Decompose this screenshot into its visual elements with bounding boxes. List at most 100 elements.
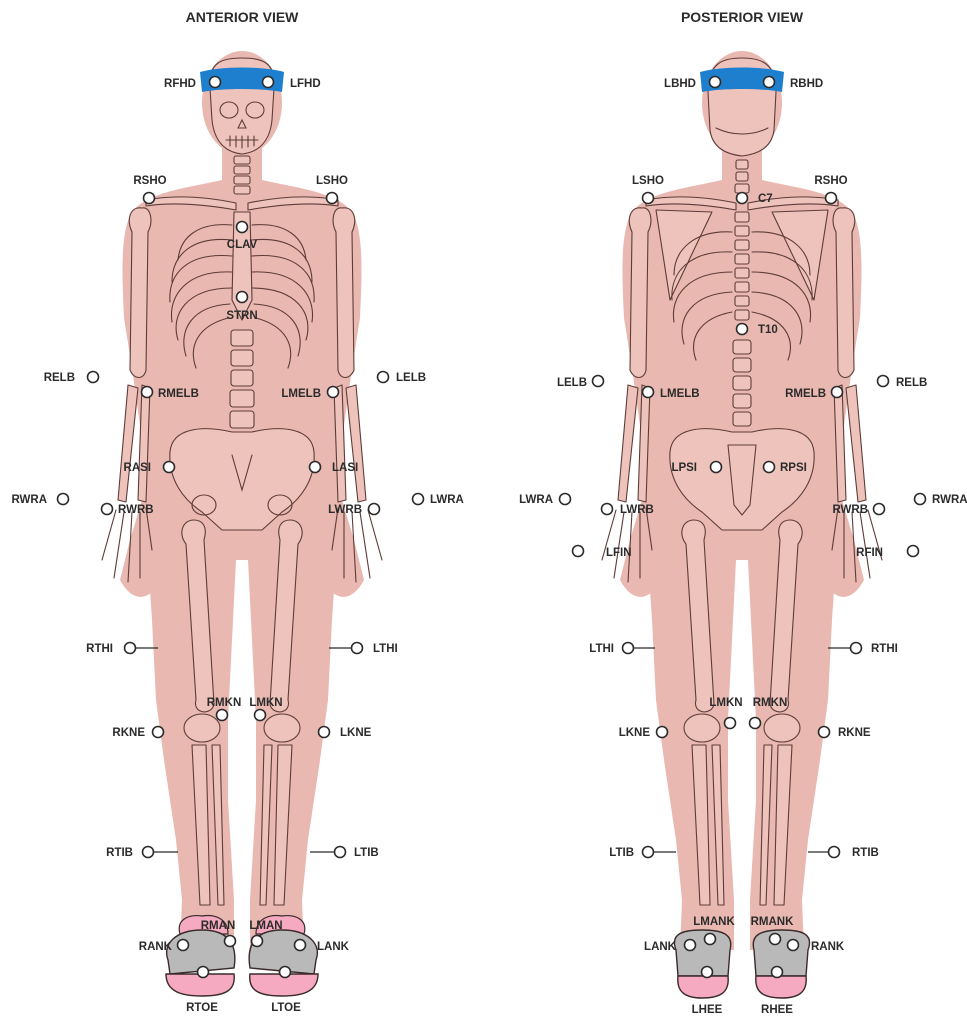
posterior-marker-dot-lsho (643, 193, 654, 204)
anterior-marker-label-lmkn: LMKN (249, 697, 282, 709)
anterior-marker-dot-rkne (153, 727, 164, 738)
anterior-marker-lasi: LASI (310, 462, 359, 475)
posterior-marker-rpsi: RPSI (764, 462, 807, 475)
posterior-marker-label-relb: RELB (896, 377, 927, 389)
posterior-marker-lthi: LTHI (589, 643, 655, 656)
posterior-marker-label-lthi: LTHI (589, 643, 614, 655)
posterior-marker-label-rkne: RKNE (838, 727, 871, 739)
anterior-marker-dot-ltib (335, 847, 346, 858)
posterior-marker-label-rpsi: RPSI (780, 462, 807, 474)
anterior-marker-dot-rmkn (217, 710, 228, 721)
anterior-marker-label-clav: CLAV (227, 239, 258, 251)
anterior-marker-label-rmelb: RMELB (158, 388, 199, 400)
anterior-marker-label-lank: LANK (317, 941, 350, 953)
anterior-marker-label-lasi: LASI (332, 462, 358, 474)
posterior-marker-label-rmank: RMANK (751, 916, 794, 928)
posterior-marker-dot-rsho (826, 193, 837, 204)
anterior-marker-dot-lwra (413, 494, 424, 505)
posterior-marker-dot-rank (788, 940, 799, 951)
anterior-marker-label-rsho: RSHO (133, 175, 166, 187)
posterior-marker-rthi: RTHI (828, 643, 898, 656)
anterior-marker-lthi: LTHI (329, 643, 398, 656)
posterior-marker-dot-lelb (593, 376, 604, 387)
posterior-marker-dot-lmkn (725, 718, 736, 729)
anterior-marker-label-rman: RMAN (201, 920, 236, 932)
posterior-marker-dot-relb (878, 376, 889, 387)
anterior-marker-rthi: RTHI (86, 643, 158, 656)
anterior-marker-label-relb: RELB (44, 372, 75, 384)
posterior-marker-label-rbhd: RBHD (790, 78, 823, 90)
anterior-marker-label-rtoe: RTOE (186, 1002, 218, 1014)
posterior-marker-label-rank: RANK (811, 941, 845, 953)
anterior-marker-rank: RANK (139, 940, 189, 954)
posterior-marker-label-t10: T10 (758, 324, 778, 336)
anterior-marker-lwra: LWRA (413, 494, 464, 507)
anterior-marker-label-ltib: LTIB (354, 847, 379, 859)
posterior-marker-label-c7: C7 (758, 193, 773, 205)
posterior-marker-label-lsho: LSHO (632, 175, 664, 187)
posterior-marker-label-lmelb: LMELB (660, 388, 700, 400)
posterior-marker-label-rsho: RSHO (814, 175, 847, 187)
posterior-marker-rwra: RWRA (915, 494, 967, 507)
posterior-left-shoe (674, 930, 730, 998)
anterior-marker-dot-rasi (164, 462, 175, 473)
posterior-right-shoe (753, 930, 809, 998)
posterior-marker-label-lpsi: LPSI (671, 462, 697, 474)
posterior-marker-label-ltib: LTIB (609, 847, 634, 859)
posterior-marker-dot-lmelb (643, 387, 654, 398)
anterior-marker-dot-lfhd (263, 77, 274, 88)
posterior-marker-dot-lmank (705, 934, 716, 945)
posterior-marker-label-lhee: LHEE (692, 1004, 723, 1016)
anterior-marker-label-rtib: RTIB (106, 847, 133, 859)
posterior-marker-lelb: LELB (557, 376, 604, 390)
anterior-marker-dot-rwrb (102, 504, 113, 515)
anterior-marker-lkne: LKNE (319, 727, 372, 740)
anterior-marker-dot-ltoe (280, 967, 291, 978)
posterior-marker-dot-c7 (737, 193, 748, 204)
anterior-marker-dot-rfhd (210, 77, 221, 88)
posterior-marker-label-rwrb: RWRB (832, 504, 868, 516)
anterior-marker-dot-lsho (327, 193, 338, 204)
anterior-marker-relb: RELB (44, 372, 99, 385)
posterior-marker-relb: RELB (878, 376, 928, 390)
posterior-marker-label-lwrb: LWRB (620, 504, 654, 516)
anterior-marker-rasi: RASI (124, 462, 175, 475)
anterior-marker-label-lman: LMAN (249, 920, 282, 932)
anterior-marker-label-lelb: LELB (396, 372, 426, 384)
posterior-marker-label-lmkn: LMKN (709, 697, 742, 709)
anterior-marker-dot-lelb (378, 372, 389, 383)
posterior-marker-dot-rtib (829, 847, 840, 858)
posterior-marker-dot-lwrb (602, 504, 613, 515)
anterior-marker-label-rwrb: RWRB (118, 504, 154, 516)
anterior-marker-label-rmkn: RMKN (207, 697, 242, 709)
anterior-marker-label-rwra: RWRA (11, 494, 47, 506)
anterior-marker-dot-lasi (310, 462, 321, 473)
anterior-marker-lwrb: LWRB (328, 504, 379, 517)
posterior-marker-label-lkne: LKNE (619, 727, 651, 739)
anterior-marker-label-lkne: LKNE (340, 727, 372, 739)
posterior-marker-lfin: LFIN (573, 546, 632, 560)
anterior-marker-label-lfhd: LFHD (290, 78, 321, 90)
anterior-marker-label-rthi: RTHI (86, 643, 113, 655)
posterior-marker-dot-t10 (737, 324, 748, 335)
anterior-marker-dot-rank (178, 940, 189, 951)
posterior-marker-dot-lfin (573, 546, 584, 557)
anterior-marker-label-rasi: RASI (124, 462, 151, 474)
anterior-marker-lelb: LELB (378, 372, 427, 385)
posterior-marker-dot-rmank (770, 934, 781, 945)
anterior-marker-label-rfhd: RFHD (164, 78, 196, 90)
posterior-marker-rwrb: RWRB (832, 504, 884, 517)
anterior-marker-label-rkne: RKNE (112, 727, 145, 739)
posterior-marker-rkne: RKNE (819, 727, 871, 740)
anterior-marker-dot-rwra (58, 494, 69, 505)
posterior-marker-dot-rkne (819, 727, 830, 738)
posterior-marker-label-rhee: RHEE (761, 1004, 793, 1016)
anterior-marker-dot-rthi (125, 643, 136, 654)
posterior-marker-lpsi: LPSI (671, 462, 721, 475)
anterior-marker-dot-strn (237, 292, 248, 303)
anterior-marker-label-lmelb: LMELB (281, 388, 321, 400)
posterior-marker-lkne: LKNE (619, 727, 668, 740)
anterior-marker-dot-lkne (319, 727, 330, 738)
posterior-marker-label-lank: LANK (644, 941, 677, 953)
posterior-marker-dot-lthi (623, 643, 634, 654)
